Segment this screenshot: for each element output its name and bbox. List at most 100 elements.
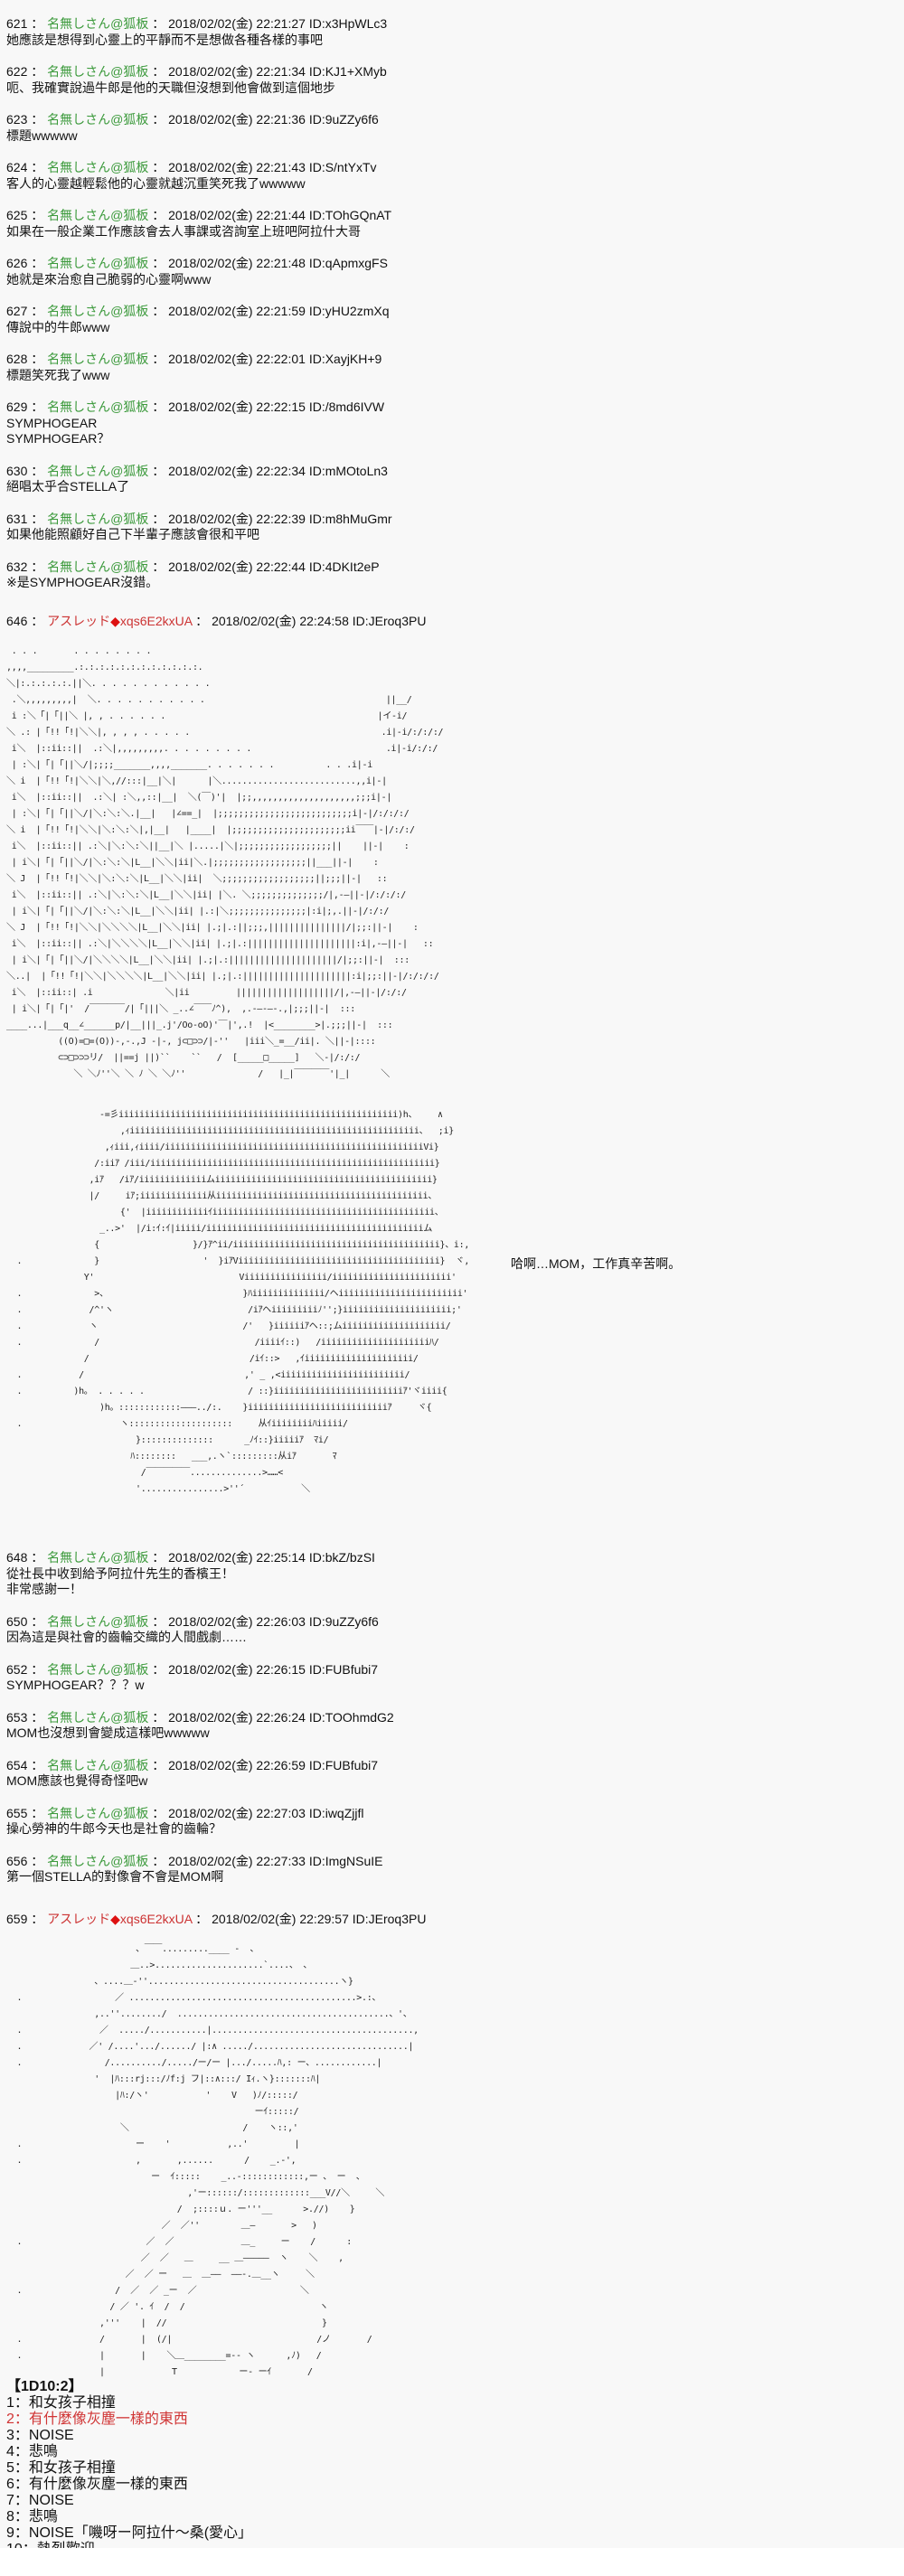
post-number: 631 xyxy=(6,511,28,526)
post-datetime: 2018/02/02(金) 22:21:36 xyxy=(168,112,306,127)
post-number: 623 xyxy=(6,112,28,127)
separator: ： xyxy=(27,112,48,127)
post-number: 629 xyxy=(6,400,28,414)
post-number: 630 xyxy=(6,463,28,478)
post-number: 654 xyxy=(6,1757,28,1772)
separator: ： xyxy=(148,1709,169,1725)
poster-id: ID:JEroq3PU xyxy=(352,1912,427,1926)
post-body-line: 標題wwwww xyxy=(6,127,78,143)
post-number: 650 xyxy=(6,1613,28,1629)
post-number: 652 xyxy=(6,1661,28,1677)
dice-option-1: 1：和女孩子相撞 xyxy=(6,2395,116,2411)
post-body-line: 從社長中收到給予阿拉什先生的香檳王！ xyxy=(6,1565,234,1581)
separator: ： xyxy=(148,112,169,127)
separator: ： xyxy=(27,1853,48,1868)
post-654: 654 ： 名無しさん@狐板 ： 2018/02/02(金) 22:26:59 … xyxy=(6,1758,394,1790)
post-datetime: 2018/02/02(金) 22:21:48 xyxy=(168,256,306,270)
post-header: 652 ： 名無しさん@狐板 ： 2018/02/02(金) 22:26:15 … xyxy=(6,1662,394,1678)
dice-option-5: 5：和女孩子相撞 xyxy=(6,2460,116,2476)
poster-id: ID:FUBfubi7 xyxy=(308,1757,379,1772)
post-header: 629 ： 名無しさん@狐板 ： 2018/02/02(金) 22:22:15 … xyxy=(6,400,392,416)
dice-option-10: 10：熱烈歡迎 xyxy=(6,2542,252,2548)
poster-id: ID:9uZZy6f6 xyxy=(308,112,379,127)
separator: ： xyxy=(27,400,48,414)
post-625: 625 ： 名無しさん@狐板 ： 2018/02/02(金) 22:21:44 … xyxy=(6,208,392,240)
dice-option-2: 2：有什麼像灰塵一樣的東西 xyxy=(6,2411,188,2427)
post-header: 622 ： 名無しさん@狐板 ： 2018/02/02(金) 22:21:34 … xyxy=(6,64,392,80)
poster-id: ID:yHU2zmXq xyxy=(308,304,390,318)
separator: ： xyxy=(148,208,169,222)
dice-option-8: 8：悲鳴 xyxy=(6,2509,58,2524)
dice-option-6: 6：有什麼像灰塵一樣的東西 xyxy=(6,2477,188,2492)
separator: ： xyxy=(148,1853,169,1868)
post-header: 654 ： 名無しさん@狐板 ： 2018/02/02(金) 22:26:59 … xyxy=(6,1758,394,1774)
poster-id: ID:XayjKH+9 xyxy=(308,352,382,366)
post-datetime: 2018/02/02(金) 22:29:57 xyxy=(212,1912,349,1926)
post-header: 631 ： 名無しさん@狐板 ： 2018/02/02(金) 22:22:39 … xyxy=(6,512,392,528)
post-number: 646 xyxy=(6,614,28,628)
post-datetime: 2018/02/02(金) 22:26:24 xyxy=(168,1709,306,1725)
poster-name: アスレッド xyxy=(47,614,111,628)
poster-id: ID:4DKIt2eP xyxy=(308,559,380,574)
separator: ： xyxy=(148,559,169,574)
poster-name: 名無しさん@狐板 xyxy=(47,16,149,31)
post-630: 630 ： 名無しさん@狐板 ： 2018/02/02(金) 22:22:34 … xyxy=(6,464,392,495)
post-number: 621 xyxy=(6,16,28,31)
poster-name: 名無しさん@狐板 xyxy=(47,1805,149,1820)
dice-roll-title: 【1D10:2】 xyxy=(6,2379,83,2394)
separator: ： xyxy=(148,64,169,79)
post-datetime: 2018/02/02(金) 22:25:14 xyxy=(168,1550,306,1565)
separator: ： xyxy=(27,1709,48,1725)
post-626: 626 ： 名無しさん@狐板 ： 2018/02/02(金) 22:21:48 … xyxy=(6,256,392,287)
post-629: 629 ： 名無しさん@狐板 ： 2018/02/02(金) 22:22:15 … xyxy=(6,400,392,447)
poster-name: 名無しさん@狐板 xyxy=(47,208,149,222)
post-body-line: SYMPHOGEAR？ xyxy=(6,431,110,446)
poster-name: 名無しさん@狐板 xyxy=(47,64,149,79)
post-header: 656 ： 名無しさん@狐板 ： 2018/02/02(金) 22:27:33 … xyxy=(6,1854,394,1870)
post-650: 650 ： 名無しさん@狐板 ： 2018/02/02(金) 22:26:03 … xyxy=(6,1614,394,1646)
post-header: 630 ： 名無しさん@狐板 ： 2018/02/02(金) 22:22:34 … xyxy=(6,464,392,480)
poster-name: 名無しさん@狐板 xyxy=(47,463,149,478)
post-datetime: 2018/02/02(金) 22:22:15 xyxy=(168,400,306,414)
post-body-line: 她應該是想得到心靈上的平靜而不是想做各種各樣的事吧 xyxy=(6,32,323,47)
poster-name: 名無しさん@狐板 xyxy=(47,1613,149,1629)
poster-id: ID:m8hMuGmr xyxy=(308,511,392,526)
post-number: 625 xyxy=(6,208,28,222)
separator: ： xyxy=(27,256,48,270)
separator: ： xyxy=(148,1550,169,1565)
separator: ： xyxy=(27,463,48,478)
poster-id: ID:KJ1+XMyb xyxy=(308,64,387,79)
post-body-line: 如果他能照顧好自己下半輩子應該會很和平吧 xyxy=(6,527,259,541)
separator: ： xyxy=(27,511,48,526)
post-list: 621 ： 名無しさん@狐板 ： 2018/02/02(金) 22:21:27 … xyxy=(6,16,392,607)
post-header: 623 ： 名無しさん@狐板 ： 2018/02/02(金) 22:21:36 … xyxy=(6,112,392,128)
post-628: 628 ： 名無しさん@狐板 ： 2018/02/02(金) 22:22:01 … xyxy=(6,352,392,383)
dice-option-7: 7：NOISE xyxy=(6,2493,74,2508)
poster-id: ID:/8md6IVW xyxy=(308,400,385,414)
ascii-art-cityscape: . . . . . . . . . . . ,,,,_________.:.:.… xyxy=(6,646,444,1079)
separator: ： xyxy=(27,1805,48,1820)
poster-name: 名無しさん@狐板 xyxy=(47,1661,149,1677)
separator: ： xyxy=(148,352,169,366)
post-datetime: 2018/02/02(金) 22:21:59 xyxy=(168,304,306,318)
post-header: 626 ： 名無しさん@狐板 ： 2018/02/02(金) 22:21:48 … xyxy=(6,256,392,272)
post-body-line: 非常感謝一！ xyxy=(6,1582,82,1596)
separator: ： xyxy=(27,160,48,174)
poster-id: ID:mMOtoLn3 xyxy=(308,463,388,478)
post-number: 628 xyxy=(6,352,28,366)
post-body-line: MOM也沒想到會變成這樣吧wwwww xyxy=(6,1725,210,1740)
poster-id: ID:JEroq3PU xyxy=(352,614,427,628)
post-datetime: 2018/02/02(金) 22:26:03 xyxy=(168,1613,306,1629)
post-number: 648 xyxy=(6,1550,28,1565)
post-648: 648 ： 名無しさん@狐板 ： 2018/02/02(金) 22:25:14 … xyxy=(6,1550,394,1598)
post-list: 648 ： 名無しさん@狐板 ： 2018/02/02(金) 22:25:14 … xyxy=(6,1550,394,1902)
post-datetime: 2018/02/02(金) 22:22:44 xyxy=(168,559,306,574)
post-body-line: 客人的心靈越輕鬆他的心靈就越沉重笑死我了wwwww xyxy=(6,175,306,191)
post-header: 648 ： 名無しさん@狐板 ： 2018/02/02(金) 22:25:14 … xyxy=(6,1550,394,1566)
post-632: 632 ： 名無しさん@狐板 ： 2018/02/02(金) 22:22:44 … xyxy=(6,559,392,591)
post-datetime: 2018/02/02(金) 22:22:34 xyxy=(168,463,306,478)
poster-id: ID:TOhGQnAT xyxy=(308,208,392,222)
separator: ： xyxy=(148,304,169,318)
